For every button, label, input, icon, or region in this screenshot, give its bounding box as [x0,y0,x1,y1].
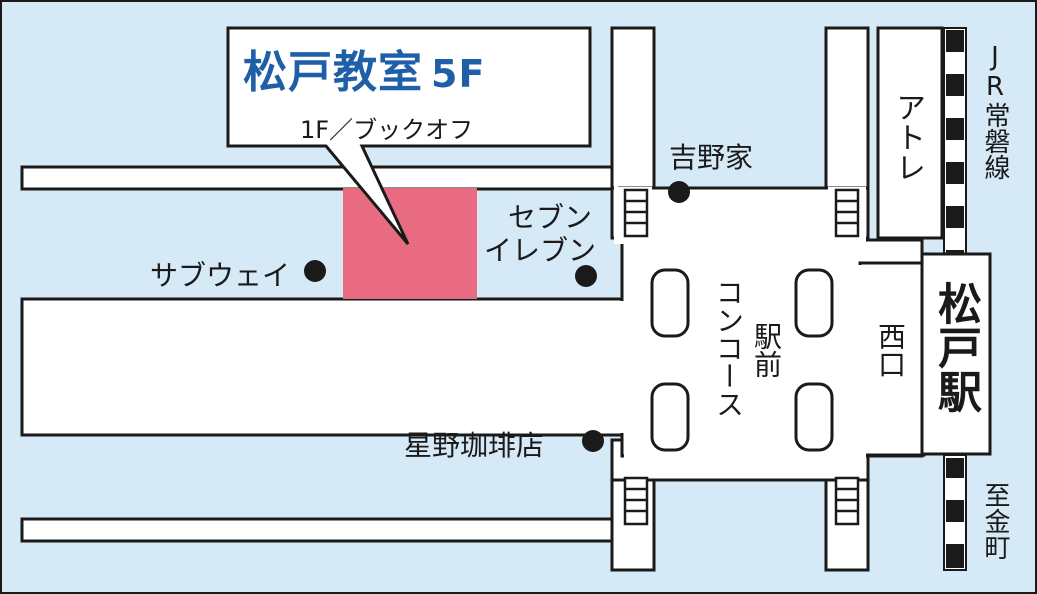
railway-direction-label: 至金町 [980,482,1010,560]
stair-top-right [834,188,860,238]
concourse-label-1: 駅前 [750,322,783,378]
yoshinoya-label: 吉野家 [669,141,754,174]
atre-label: アトレ [890,92,925,182]
station-box [920,252,992,456]
railway-track [943,27,967,571]
school-name: 松戸教室 [243,47,423,98]
stair-top-left [623,188,649,238]
seven-eleven-label-line2: イレブン [484,234,597,267]
atre-building [876,26,944,240]
school-block[interactable] [343,188,477,299]
landmark-dots [304,181,690,452]
walkway-to-station [858,261,926,457]
school-floor: 5F [431,52,486,96]
road-vertical-left [610,26,656,190]
subway-dot [304,260,326,282]
station-name: 松戸駅 [930,281,981,413]
stair-bottom-left [623,476,649,526]
road-top [20,165,636,191]
hoshino-coffee-label: 星野珈琲店 [404,429,545,462]
concourse-pillars [650,268,834,452]
hoshino-coffee-dot [582,430,604,452]
west-exit-label: 西口 [874,322,907,378]
stair-bottom-right [834,476,860,526]
road-main [20,297,624,437]
school-location-note: 1F／ブックオフ [300,116,474,144]
concourse-upper [610,186,870,240]
pillar [650,382,690,452]
pillar [650,268,690,338]
railway-line-label: JR常磐線 [980,42,1010,180]
pillar [794,382,834,452]
callout-bubble [226,26,592,245]
stairs [623,188,860,526]
pillar [794,268,834,338]
seven-eleven-dot [575,265,597,287]
road-bottom [20,517,624,543]
road-vertical-right [824,26,870,190]
seven-eleven-label-line1: セブン [508,201,593,234]
subway-label: サブウェイ [150,259,291,292]
yoshinoya-dot [668,181,690,203]
concourse-label-2: コンコース [712,278,745,418]
